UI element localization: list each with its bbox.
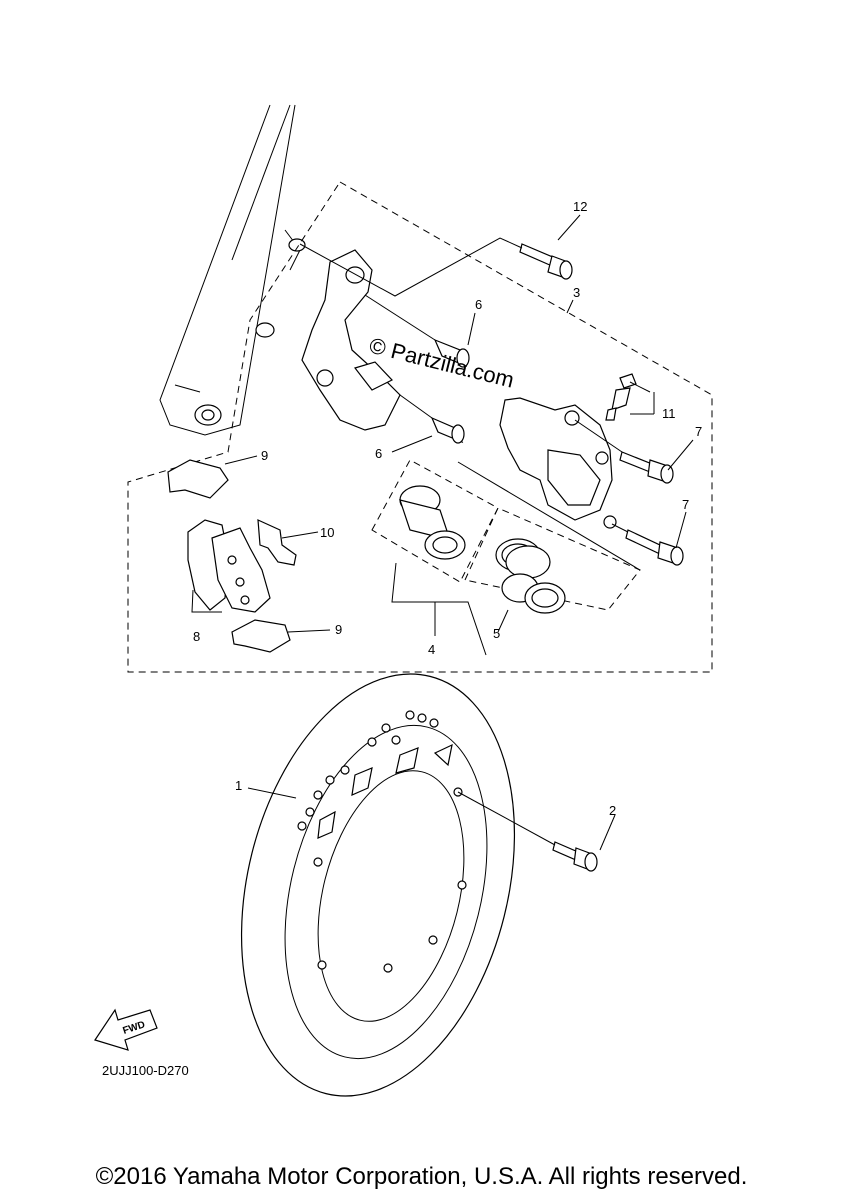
callout-11: 11 [662, 406, 676, 421]
pad-support [257, 519, 297, 566]
callout-5: 5 [493, 626, 500, 641]
callout-12: 12 [573, 199, 587, 214]
copyright-notice: ©2016 Yamaha Motor Corporation, U.S.A. A… [95, 1163, 748, 1190]
seal-kit [495, 538, 566, 614]
assembly-outline [127, 181, 713, 673]
piston [399, 485, 466, 560]
callout-6-upper: 6 [475, 297, 482, 312]
callout-4: 4 [428, 642, 435, 657]
callout-7-lower: 7 [682, 497, 689, 512]
bolt-7-upper [619, 451, 674, 484]
callout-9-upper: 9 [261, 448, 268, 463]
fwd-arrow-icon: FWD [94, 1008, 158, 1051]
slide-pin-upper [433, 338, 470, 368]
callout-6-lower: 6 [375, 446, 382, 461]
callout-2: 2 [609, 803, 616, 818]
callout-1: 1 [235, 778, 242, 793]
leader-lines [191, 214, 694, 851]
pad-spring-upper [167, 459, 229, 499]
bolt-7-lower [625, 529, 684, 566]
caliper-bracket [301, 249, 401, 431]
callout-7-upper: 7 [695, 424, 702, 439]
pad-spring-lower [231, 619, 291, 653]
callout-10: 10 [320, 525, 334, 540]
diagram-code: 2UJJ100-D270 [102, 1063, 189, 1078]
bolt-12 [519, 243, 573, 280]
caliper-body [499, 397, 617, 529]
callout-3: 3 [573, 285, 580, 300]
piston-group-outline [371, 459, 499, 583]
brake-disc [240, 673, 516, 1097]
parts-diagram: 12 3 6 6 9 11 7 7 10 9 8 4 5 1 2 © Partz… [94, 104, 713, 1097]
disc-bolt [552, 841, 598, 872]
slide-pin-lower [430, 416, 465, 444]
callout-9-lower: 9 [335, 622, 342, 637]
bleeder-screw [605, 373, 637, 421]
fork-leg [159, 104, 306, 436]
callout-8: 8 [193, 629, 200, 644]
brake-pads [187, 519, 271, 613]
